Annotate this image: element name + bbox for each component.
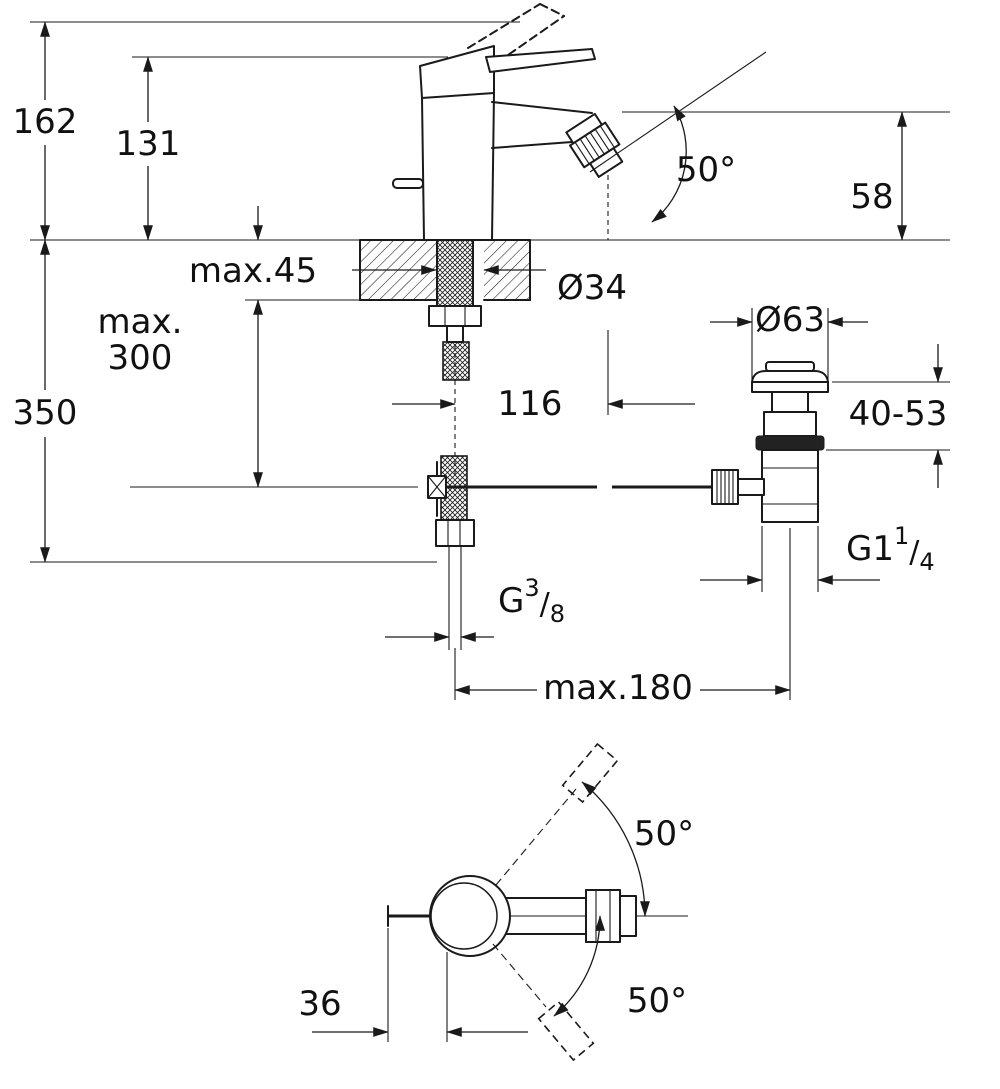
dim-58: 58 — [850, 111, 907, 241]
drain-assembly — [711, 361, 829, 523]
dim-label-g1-1-4: G11/4 — [846, 522, 935, 576]
dim-d34: Ø34 — [352, 265, 627, 308]
hose-connector-nut — [435, 519, 475, 547]
hose-adapter — [446, 325, 464, 343]
dim-label-max300-line1: max. — [98, 302, 183, 342]
mounting-nut — [428, 305, 482, 327]
dim-116: 116 — [392, 384, 695, 424]
dim-max180: max.180 — [454, 668, 791, 708]
dim-label-swing-lower: 50° — [627, 981, 687, 1021]
dim-max45: max.45 — [189, 206, 317, 291]
pop-up-rod — [427, 461, 712, 517]
dim-label-36: 36 — [298, 984, 341, 1024]
dim-label-d34: Ø34 — [557, 268, 627, 308]
dim-label-spray-angle: 50° — [676, 150, 736, 190]
dim-label-max300-line2: 300 — [108, 338, 173, 378]
supply-hose-upper — [442, 341, 470, 381]
dim-label-d63: Ø63 — [755, 300, 825, 340]
dim-label-g3-8: G3/8 — [498, 574, 565, 628]
aerator — [565, 112, 624, 178]
dim-label-162: 162 — [13, 102, 78, 142]
dim-label-131: 131 — [116, 124, 181, 164]
dim-162: 162 — [13, 21, 78, 241]
dim-label-116: 116 — [498, 384, 563, 424]
waste-cap — [765, 361, 815, 372]
dim-40-53: 40-53 — [849, 344, 948, 488]
dim-label-40-53: 40-53 — [849, 394, 948, 434]
waste-body — [761, 449, 819, 523]
dim-label-350: 350 — [13, 393, 78, 433]
body-outline — [419, 45, 495, 241]
plan-body-circle — [429, 875, 511, 957]
faucet-body — [392, 3, 596, 241]
dim-g3-8: G3/8 — [385, 574, 565, 642]
dim-label-max45: max.45 — [189, 251, 317, 291]
handle-lever — [485, 48, 596, 73]
plan-view: 50° 50° 36 — [298, 742, 694, 1062]
waste-seal — [755, 435, 825, 451]
side-view: 50° — [13, 3, 950, 708]
waste-flange — [751, 381, 829, 393]
dim-label-58: 58 — [850, 177, 893, 217]
spray-angle-reference: 50° — [589, 51, 767, 223]
plan-aerator — [585, 889, 621, 943]
dim-36: 36 — [298, 928, 528, 1042]
dim-label-max180: max.180 — [543, 668, 693, 708]
handle-end-upper-dashed — [561, 742, 619, 804]
dim-max300: max. 300 — [98, 299, 263, 488]
handle-end-lower-dashed — [537, 1000, 595, 1062]
threaded-shank — [436, 239, 474, 307]
spout-aerator — [491, 101, 624, 178]
pull-rod-knob — [392, 178, 424, 189]
under-deck-assembly — [428, 239, 482, 650]
dim-350: 350 — [13, 239, 78, 563]
dim-d63: Ø63 — [710, 300, 868, 340]
dim-g1-1-4: G11/4 — [700, 522, 935, 585]
plan-handle-range: 50° 50° — [492, 742, 694, 1062]
dim-131: 131 — [116, 56, 181, 241]
dim-label-swing-upper: 50° — [634, 814, 694, 854]
